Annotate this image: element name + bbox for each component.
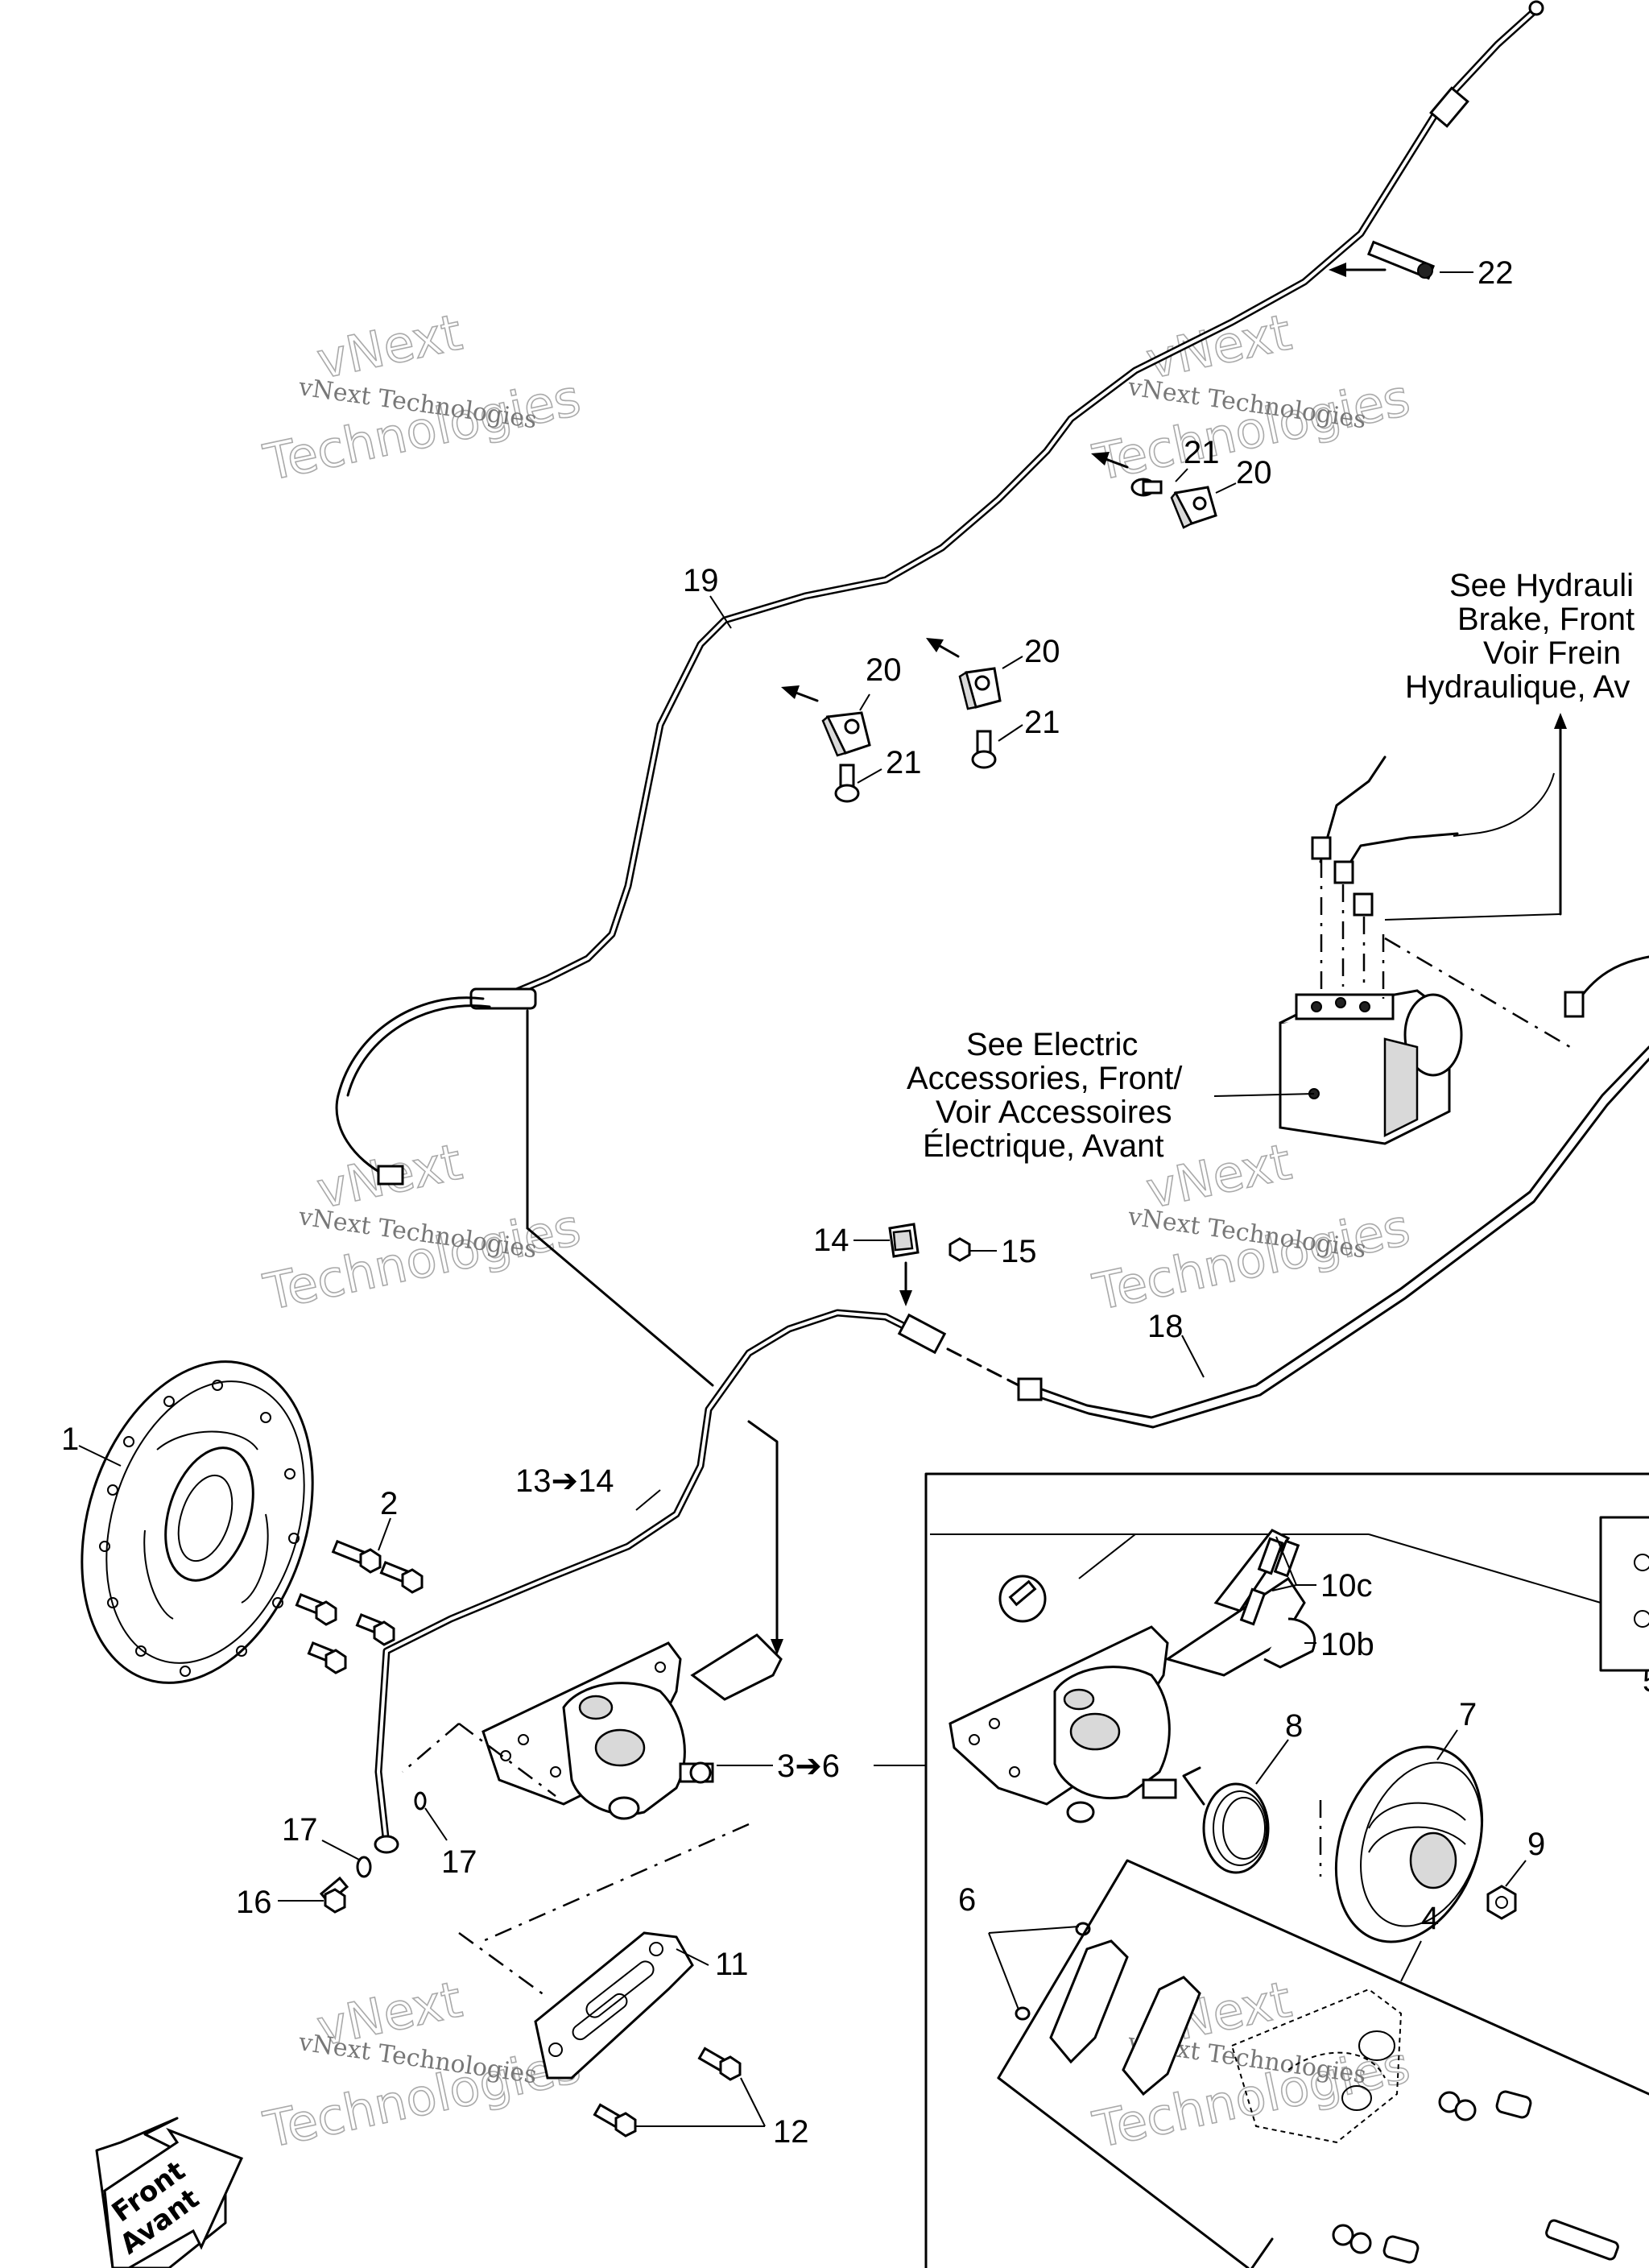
callout-14: 14 xyxy=(813,1223,849,1258)
callout-10c: 10c xyxy=(1320,1568,1373,1604)
caliper-assembly-4 xyxy=(1230,1988,1619,2264)
note-electric-line-1: See Electric xyxy=(966,1027,1138,1062)
callout-15: 15 xyxy=(1001,1234,1037,1269)
callout-12: 12 xyxy=(773,2114,809,2150)
callout-7: 7 xyxy=(1459,1697,1477,1732)
spring-8 xyxy=(1182,1766,1270,1874)
detail-box xyxy=(924,1472,1649,2268)
front-arrow: Front Avant xyxy=(95,2117,244,2268)
pins-10c xyxy=(1239,1537,1300,1626)
watermark-mid-left: vNext Technologies xyxy=(258,1132,585,1322)
hose-end xyxy=(377,1165,404,1186)
callout-21-mid-right: 21 xyxy=(1024,705,1060,740)
brake-line-18 xyxy=(1017,1045,1649,1429)
callout-17-left: 17 xyxy=(282,1812,318,1848)
note-hydraulic-line-3: Voir Frein xyxy=(1483,635,1621,671)
nut-15 xyxy=(948,1237,971,1262)
note-hydraulic-line-2: Brake, Front xyxy=(1457,602,1635,637)
hose-end-top xyxy=(1528,0,1544,16)
banjo-bolt-16 xyxy=(319,1876,349,1914)
screw-21-mid-right xyxy=(971,730,997,769)
callout-20-top: 20 xyxy=(1236,455,1272,490)
note-hydraulic-line-1: See Hydrauli xyxy=(1449,568,1634,603)
note-electric-line-3: Voir Accessoires xyxy=(936,1095,1172,1130)
nut-9 xyxy=(1486,1885,1517,1920)
callout-11: 11 xyxy=(715,1947,749,1982)
callout-21-top: 21 xyxy=(1184,435,1220,470)
screw-21-top xyxy=(1130,478,1163,497)
callout-10b: 10b xyxy=(1320,1627,1374,1662)
bolt-22 xyxy=(1366,240,1436,280)
brake-disc-1 xyxy=(81,1360,314,1684)
clamp-20-mid-right xyxy=(958,667,1002,710)
callout-8: 8 xyxy=(1285,1708,1303,1744)
callout-2: 2 xyxy=(380,1486,398,1521)
caliper-assembly-left xyxy=(481,1633,783,1820)
callout-21-mid-left: 21 xyxy=(886,745,922,780)
screw-21-mid-left xyxy=(834,764,860,803)
washer-17 xyxy=(356,1791,427,1878)
caliper-detail xyxy=(948,1529,1306,1823)
watermark-top-left: vNext Technologies xyxy=(258,302,585,493)
clip-14 xyxy=(888,1223,920,1258)
bracket-11 xyxy=(534,1931,694,2080)
note-hydraulic-line-4: Hydraulique, Av xyxy=(1405,669,1630,705)
fitting-right xyxy=(1564,991,1585,1018)
bleeder-detail xyxy=(998,1575,1047,1623)
brackets-6 xyxy=(1015,1922,1201,2096)
callout-18: 18 xyxy=(1147,1309,1184,1344)
brake-hose-13-14 xyxy=(374,1309,947,1854)
abs-fittings xyxy=(1311,755,1571,1049)
callout-13-14: 13➔14 xyxy=(515,1463,614,1499)
callout-3-6: 3➔6 xyxy=(777,1749,840,1784)
note-electric-line-4: Électrique, Avant xyxy=(923,1128,1163,1164)
dust-shield-7 xyxy=(1334,1745,1484,1943)
callout-1: 1 xyxy=(61,1422,79,1457)
callout-17-right: 17 xyxy=(441,1844,477,1880)
callout-9: 9 xyxy=(1527,1827,1545,1862)
callout-6: 6 xyxy=(958,1882,976,1918)
hose-collar xyxy=(1429,86,1469,128)
callout-22: 22 xyxy=(1477,255,1514,291)
clamp-20-mid-left xyxy=(821,711,871,757)
callout-5: 5 xyxy=(1643,1663,1649,1699)
brake-hose-19 xyxy=(335,0,1544,1186)
callout-19: 19 xyxy=(683,563,719,598)
callout-4: 4 xyxy=(1421,1901,1439,1936)
bolts-2 xyxy=(295,1539,424,1674)
bolts-12 xyxy=(593,2047,742,2138)
abs-module xyxy=(1279,989,1463,1145)
callout-16: 16 xyxy=(236,1885,272,1920)
note-electric-line-2: Accessories, Front/ xyxy=(907,1061,1183,1096)
callout-20-mid-right: 20 xyxy=(1024,634,1060,669)
clamp-20-top xyxy=(1170,486,1217,529)
callout-20-mid-left: 20 xyxy=(866,652,902,688)
